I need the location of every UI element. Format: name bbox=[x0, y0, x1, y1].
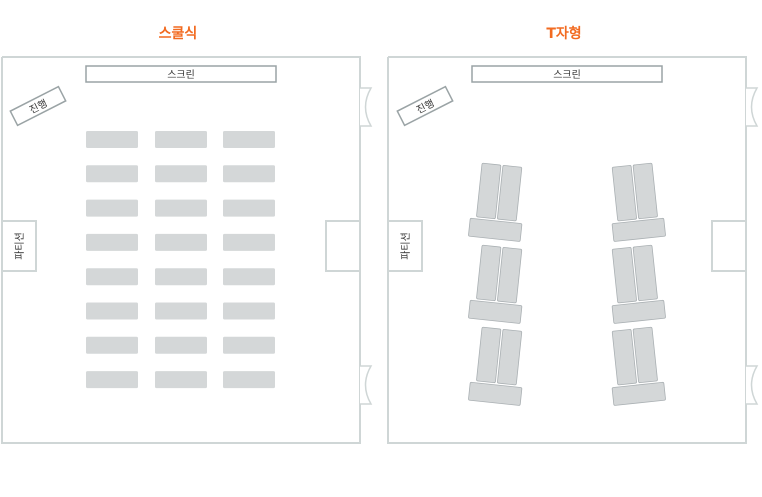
screen-label: 스크린 bbox=[553, 69, 581, 81]
table bbox=[468, 381, 523, 406]
desk-grid bbox=[86, 131, 275, 389]
host-podium: 진행 bbox=[9, 85, 67, 127]
desk bbox=[223, 199, 275, 217]
desk bbox=[155, 131, 207, 148]
partition-label: 파티션 bbox=[400, 232, 412, 260]
desk bbox=[223, 165, 275, 183]
desk bbox=[155, 336, 207, 354]
desk bbox=[86, 268, 138, 286]
school-room: 스크린 진행 파티션 bbox=[1, 56, 373, 444]
screen-label: 스크린 bbox=[167, 69, 195, 81]
partition-box bbox=[387, 220, 423, 272]
desk bbox=[223, 302, 275, 320]
table bbox=[468, 217, 523, 242]
partition-box bbox=[1, 220, 37, 272]
desk bbox=[155, 165, 207, 183]
desk bbox=[86, 131, 138, 148]
table bbox=[632, 326, 658, 384]
room-wall bbox=[387, 56, 747, 444]
table bbox=[476, 244, 502, 302]
desk bbox=[223, 371, 275, 389]
desk bbox=[155, 233, 207, 251]
desk bbox=[223, 233, 275, 251]
table bbox=[611, 165, 637, 222]
host-podium: 진행 bbox=[396, 85, 454, 127]
desk bbox=[86, 302, 138, 320]
t-layout-title: T자형 bbox=[546, 25, 581, 42]
table bbox=[611, 329, 637, 386]
table bbox=[497, 329, 523, 386]
table bbox=[611, 299, 666, 324]
table bbox=[468, 299, 523, 324]
desk bbox=[155, 199, 207, 217]
door bbox=[360, 365, 373, 405]
table-group bbox=[611, 162, 666, 242]
table bbox=[476, 162, 502, 220]
partition-label: 파티션 bbox=[14, 232, 26, 260]
table bbox=[497, 165, 523, 222]
table bbox=[476, 326, 502, 384]
side-opening bbox=[711, 220, 747, 272]
door bbox=[746, 365, 759, 405]
partition: 파티션 bbox=[14, 232, 26, 260]
table-group bbox=[468, 326, 523, 406]
t-room: 스크린 진행 파티션 bbox=[387, 56, 759, 444]
screen-box bbox=[85, 65, 277, 83]
table-group bbox=[468, 162, 523, 242]
table-group bbox=[611, 326, 666, 406]
desk bbox=[223, 268, 275, 286]
desk bbox=[155, 371, 207, 389]
room-wall bbox=[1, 56, 361, 444]
table bbox=[632, 244, 658, 302]
side-opening bbox=[325, 220, 361, 272]
table bbox=[611, 217, 666, 242]
table bbox=[611, 381, 666, 406]
school-layout-title: 스쿨식 bbox=[159, 26, 198, 42]
partition: 파티션 bbox=[400, 232, 412, 260]
table bbox=[611, 247, 637, 304]
table bbox=[497, 247, 523, 304]
table-groups bbox=[468, 162, 666, 406]
desk bbox=[155, 302, 207, 320]
desk bbox=[86, 371, 138, 389]
table-group bbox=[611, 244, 666, 324]
desk bbox=[86, 199, 138, 217]
desk bbox=[155, 268, 207, 286]
desk bbox=[223, 336, 275, 354]
desk bbox=[86, 165, 138, 183]
table-group bbox=[468, 244, 523, 324]
door bbox=[360, 87, 373, 127]
screen-box bbox=[471, 65, 663, 83]
table bbox=[632, 162, 658, 220]
desk bbox=[86, 336, 138, 354]
desk bbox=[223, 131, 275, 148]
door bbox=[746, 87, 759, 127]
desk bbox=[86, 233, 138, 251]
